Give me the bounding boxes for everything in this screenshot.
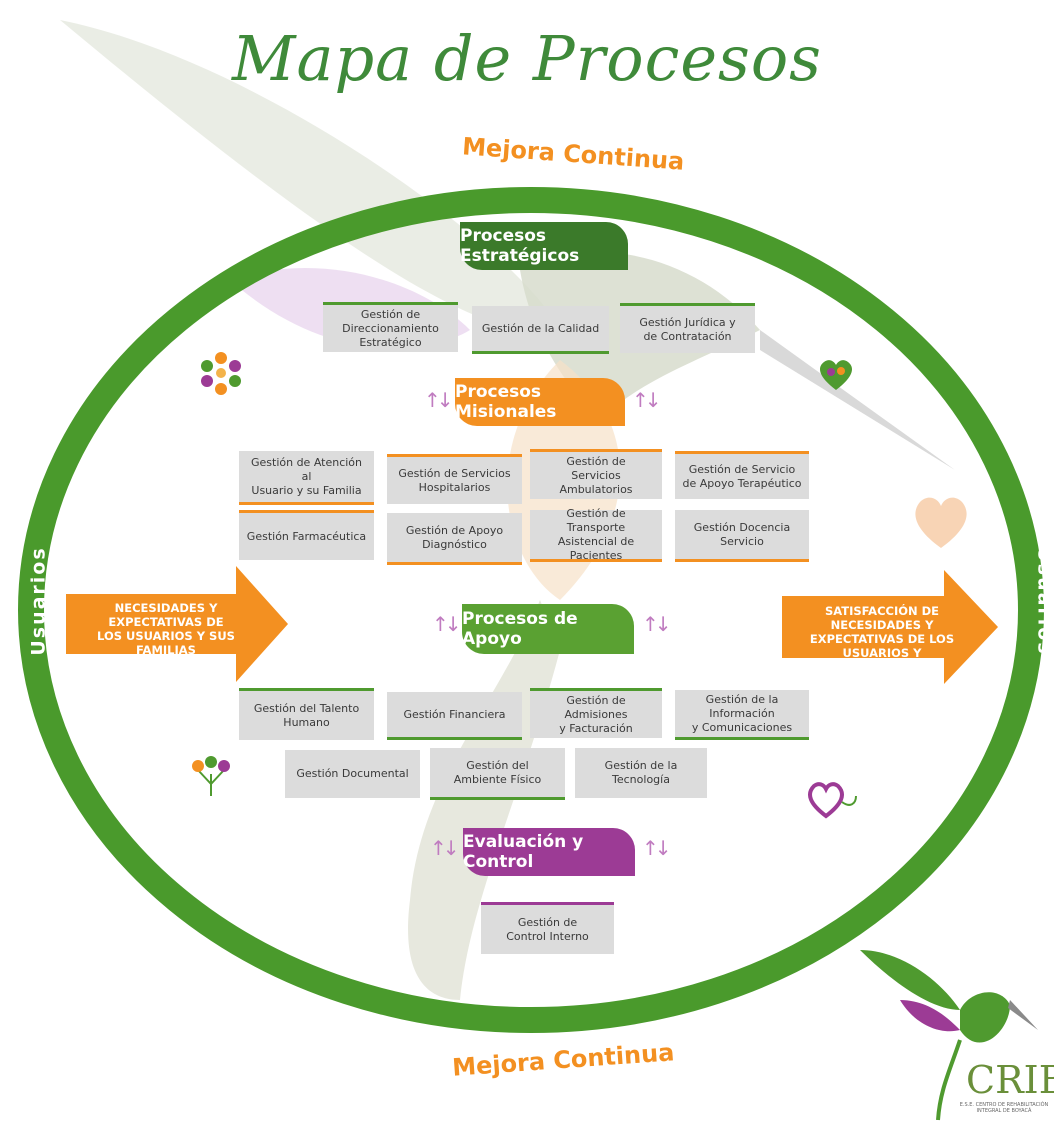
crib-logo-text: CRIB xyxy=(966,1058,1054,1102)
misionales-arrow-left-icon: ↑↓ xyxy=(424,388,453,412)
box-financiera: Gestión Financiera xyxy=(387,692,522,740)
box-tecnologia: Gestión de la Tecnología xyxy=(575,748,707,798)
box-talento-humano: Gestión del Talento Humano xyxy=(239,688,374,740)
box-direccionamiento: Gestión de Direccionamiento Estratégico xyxy=(323,302,458,352)
output-arrow-label: SATISFACCIÓN DE NECESIDADES Y EXPECTATIV… xyxy=(809,604,955,674)
estrategicos-header: Procesos Estratégicos xyxy=(460,222,628,270)
box-ambulatorios: Gestión de Servicios Ambulatorios xyxy=(530,449,662,499)
usuarios-left-label: Usuarios xyxy=(27,546,50,656)
flowers-icon xyxy=(192,756,230,796)
box-atencion-usuario: Gestión de Atención al Usuario y su Fami… xyxy=(239,451,374,505)
crib-logo-subtitle: E.S.E. CENTRO DE REHABILITACIÓN INTEGRAL… xyxy=(959,1102,1049,1114)
evaluacion-header: Evaluación y Control xyxy=(463,828,635,876)
usuarios-right-label: Usuarios xyxy=(1033,546,1054,656)
misionales-header: Procesos Misionales xyxy=(455,378,625,426)
box-documental: Gestión Documental xyxy=(285,750,420,798)
box-farmaceutica: Gestión Farmacéutica xyxy=(239,510,374,560)
box-docencia: Gestión Docencia Servicio xyxy=(675,510,809,562)
apoyo-header: Procesos de Apoyo xyxy=(462,604,634,654)
box-hospitalarios: Gestión de Servicios Hospitalarios xyxy=(387,454,522,504)
box-juridica: Gestión Jurídica y de Contratación xyxy=(620,303,755,353)
heart-family-icon xyxy=(820,360,852,390)
apoyo-arrow-left-icon: ↑↓ xyxy=(432,612,461,636)
box-ambiente-fisico: Gestión del Ambiente Físico xyxy=(430,748,565,800)
box-informacion: Gestión de la Información y Comunicacion… xyxy=(675,690,809,740)
heart-stethoscope-icon xyxy=(808,782,857,819)
output-arrow-shape xyxy=(782,570,998,684)
box-admisiones: Gestión de Admisiones y Facturación xyxy=(530,688,662,738)
page-title: Mapa de Procesos xyxy=(232,22,822,95)
box-calidad: Gestión de la Calidad xyxy=(472,306,609,354)
input-arrow-label: NECESIDADES Y EXPECTATIVAS DE LOS USUARI… xyxy=(97,601,235,657)
box-apoyo-diagnostico: Gestión de Apoyo Diagnóstico xyxy=(387,513,522,565)
box-transporte: Gestión de Transporte Asistencial de Pac… xyxy=(530,507,662,562)
flower-icon xyxy=(201,352,241,395)
heart-hand-icon xyxy=(915,497,967,548)
box-apoyo-terapeutico: Gestión de Servicio de Apoyo Terapéutico xyxy=(675,451,809,499)
misionales-arrow-right-icon: ↑↓ xyxy=(632,388,661,412)
hummingbird-logo-icon xyxy=(860,950,1038,1121)
box-control-interno: Gestión de Control Interno xyxy=(481,902,614,954)
evaluacion-arrow-right-icon: ↑↓ xyxy=(642,836,671,860)
apoyo-arrow-right-icon: ↑↓ xyxy=(642,612,671,636)
input-arrow-shape xyxy=(66,566,288,682)
evaluacion-arrow-left-icon: ↑↓ xyxy=(430,836,459,860)
